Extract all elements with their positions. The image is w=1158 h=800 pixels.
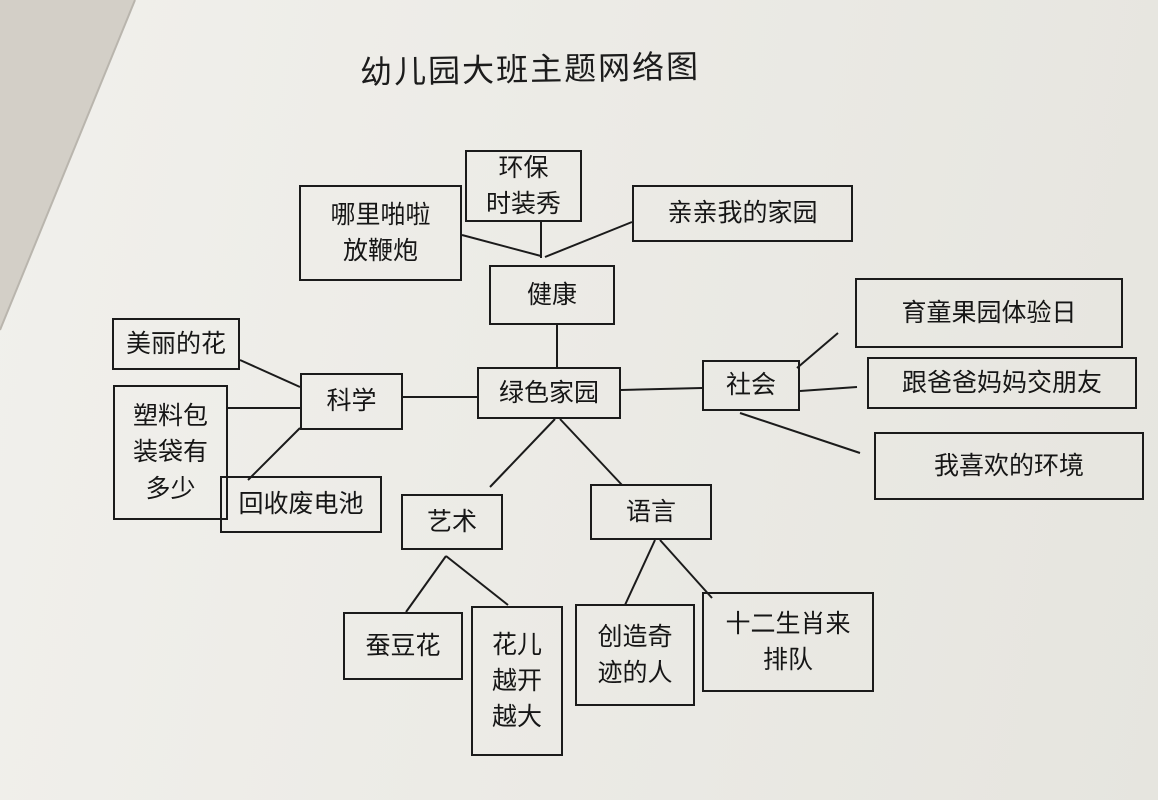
branch-health: 健康 — [489, 265, 615, 325]
science-subtopic-1: 美丽的花 — [112, 318, 240, 370]
health-subtopic-2: 环保 时装秀 — [465, 150, 582, 222]
branch-science: 科学 — [300, 373, 403, 430]
social-subtopic-2-label: 跟爸爸妈妈交朋友 — [901, 367, 1102, 397]
social-subtopic-1: 育童果园体验日 — [855, 278, 1123, 348]
center-node-label: 绿色家园 — [498, 377, 599, 407]
branch-health-label: 健康 — [526, 279, 577, 309]
science-subtopic-2: 塑料包 装袋有 多少 — [113, 385, 228, 520]
connector-center-social — [620, 387, 703, 391]
language-subtopic-1: 创造奇 迹的人 — [575, 604, 695, 706]
connector-art-2 — [445, 555, 509, 606]
connector-art-1 — [405, 555, 447, 613]
health-subtopic-3: 亲亲我的家园 — [632, 185, 853, 242]
art-subtopic-2-label: 花儿 越开 越大 — [491, 629, 542, 732]
connector-health-1 — [461, 234, 542, 257]
connector-science-3 — [247, 427, 301, 481]
connector-language-1 — [624, 539, 656, 606]
center-node: 绿色家园 — [477, 367, 621, 419]
science-subtopic-1-label: 美丽的花 — [125, 328, 226, 358]
branch-art-label: 艺术 — [426, 506, 477, 536]
branch-social-label: 社会 — [725, 370, 776, 400]
connector-center-art — [489, 418, 556, 488]
social-subtopic-3: 我喜欢的环境 — [874, 432, 1144, 500]
art-subtopic-2: 花儿 越开 越大 — [471, 606, 563, 756]
language-subtopic-1-label: 创造奇 迹的人 — [597, 621, 673, 687]
connector-center-language — [559, 418, 623, 486]
connector-social-3 — [739, 412, 861, 454]
connector-social-2 — [799, 386, 858, 392]
health-subtopic-2-label: 环保 时装秀 — [485, 152, 561, 218]
connector-language-2 — [659, 539, 713, 599]
health-subtopic-1-label: 哪里啪啦 放鞭炮 — [330, 199, 431, 265]
language-subtopic-2: 十二生肖来 排队 — [702, 592, 874, 692]
health-subtopic-3-label: 亲亲我的家园 — [667, 198, 818, 228]
branch-science-label: 科学 — [326, 386, 377, 416]
connector-social-1 — [796, 332, 839, 369]
social-subtopic-1-label: 育童果园体验日 — [901, 297, 1077, 327]
language-subtopic-2-label: 十二生肖来 排队 — [725, 608, 851, 674]
connector-science-1 — [239, 359, 301, 388]
branch-art: 艺术 — [401, 494, 503, 550]
science-subtopic-3-label: 回收废电池 — [238, 489, 364, 519]
branch-language-label: 语言 — [625, 496, 676, 526]
art-subtopic-1: 蚕豆花 — [343, 612, 463, 680]
science-subtopic-2-label: 塑料包 装袋有 多少 — [132, 401, 208, 503]
connector-health-3 — [544, 221, 633, 258]
health-subtopic-1: 哪里啪啦 放鞭炮 — [299, 185, 462, 281]
art-subtopic-1-label: 蚕豆花 — [365, 630, 441, 660]
social-subtopic-2: 跟爸爸妈妈交朋友 — [867, 357, 1137, 409]
social-subtopic-3-label: 我喜欢的环境 — [933, 450, 1084, 480]
science-subtopic-3: 回收废电池 — [220, 476, 382, 533]
branch-social: 社会 — [702, 360, 800, 411]
branch-language: 语言 — [590, 484, 712, 540]
